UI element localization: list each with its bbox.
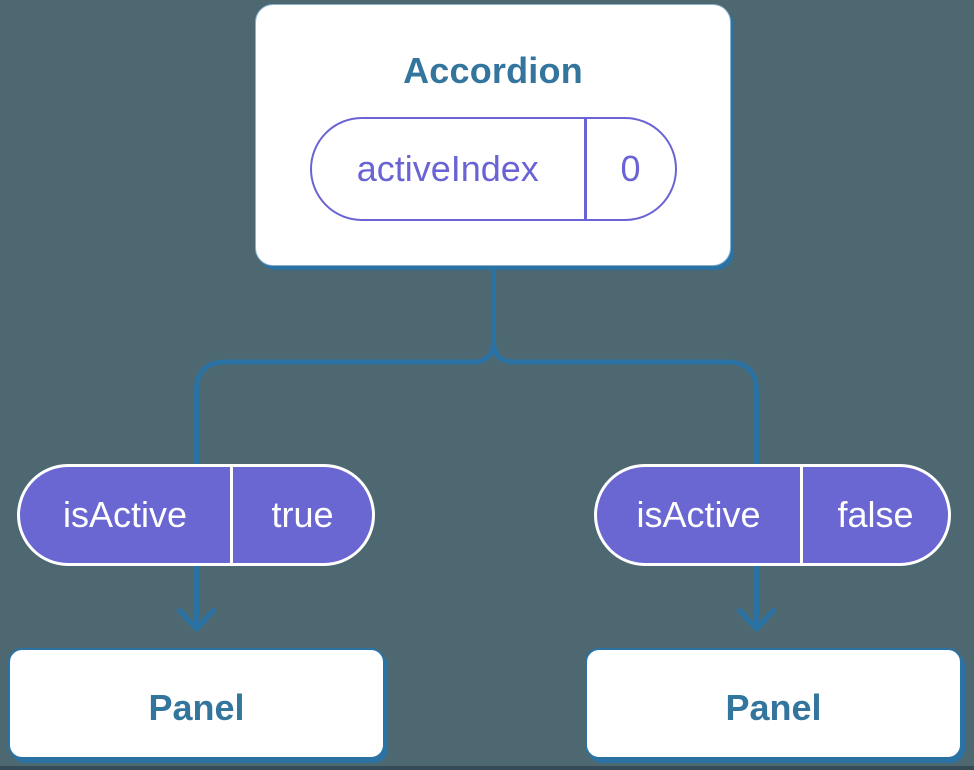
prop-pill-isactive-false: isActive false — [594, 464, 951, 566]
accordion-component-card: Accordion activeIndex 0 — [255, 4, 731, 266]
connector-branch-right — [491, 267, 759, 464]
prop-pill-isactive-true: isActive true — [17, 464, 375, 566]
panel-card-left: Panel — [8, 648, 385, 759]
prop-pill-divider — [230, 467, 233, 563]
connector-branch-left — [194, 267, 496, 464]
panel-title: Panel — [148, 686, 245, 728]
accordion-title: Accordion — [403, 50, 583, 91]
prop-pill-label: isActive — [62, 494, 188, 535]
state-pill-label: activeIndex — [356, 148, 539, 189]
bottom-edge-shade — [0, 766, 974, 770]
panel-title: Panel — [725, 686, 822, 728]
state-pill-value: 0 — [620, 148, 641, 189]
prop-pill-value: true — [271, 494, 334, 535]
arrow-down-right-icon — [737, 563, 776, 632]
state-pill: activeIndex 0 — [309, 117, 677, 221]
panel-card-right: Panel — [585, 648, 962, 759]
prop-pill-value: false — [837, 494, 914, 535]
state-pill-divider — [584, 119, 587, 219]
arrow-down-left-icon — [177, 563, 216, 632]
prop-pill-label: isActive — [636, 494, 761, 535]
prop-pill-divider — [800, 467, 803, 563]
